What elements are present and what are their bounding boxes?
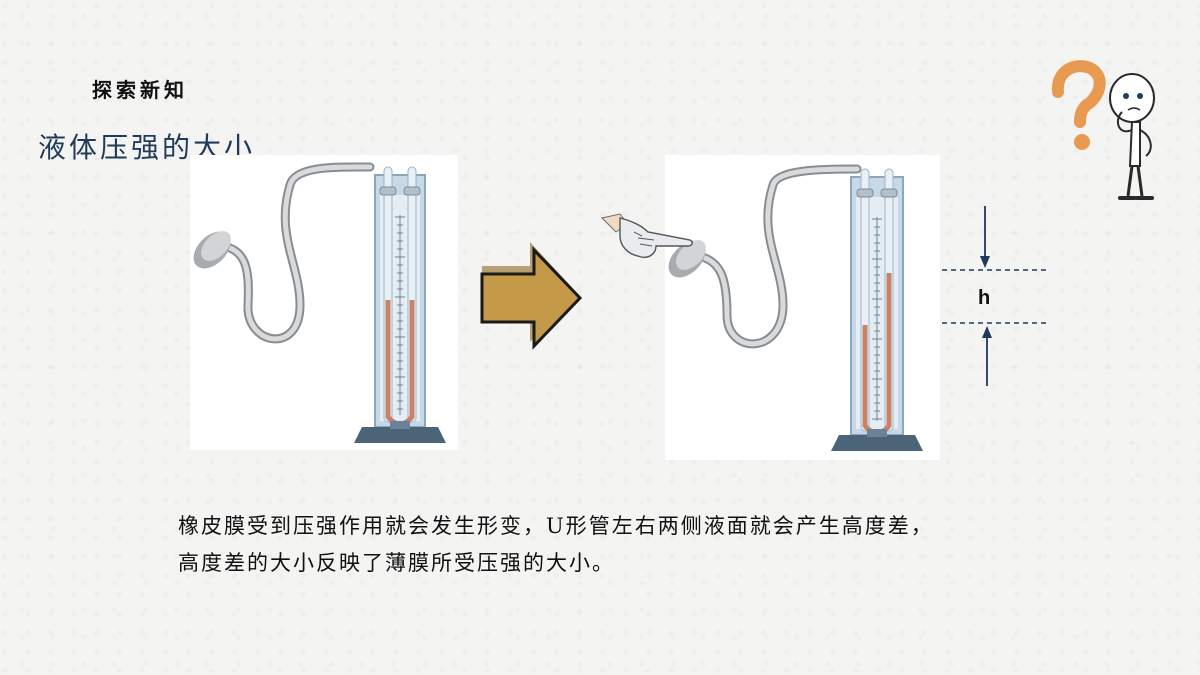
right-arrow-icon (474, 240, 586, 358)
height-label: h (978, 287, 991, 309)
description-text: 橡皮膜受到压强作用就会发生形变，U形管左右两侧液面就会产生高度差， 高度差的大小… (178, 508, 1178, 582)
description-line-1: 橡皮膜受到压强作用就会发生形变，U形管左右两侧液面就会产生高度差， (178, 514, 934, 538)
manometer-image-before (190, 155, 458, 450)
manometer-image-after (665, 155, 940, 460)
description-line-2: 高度差的大小反映了薄膜所受压强的大小。 (178, 551, 615, 575)
pointing-hand-icon (598, 210, 694, 270)
section-label: 探索新知 (92, 78, 188, 102)
height-difference-annotation (870, 200, 1050, 394)
question-mark-icon (1051, 60, 1106, 150)
thinking-character-icon (1048, 56, 1163, 208)
